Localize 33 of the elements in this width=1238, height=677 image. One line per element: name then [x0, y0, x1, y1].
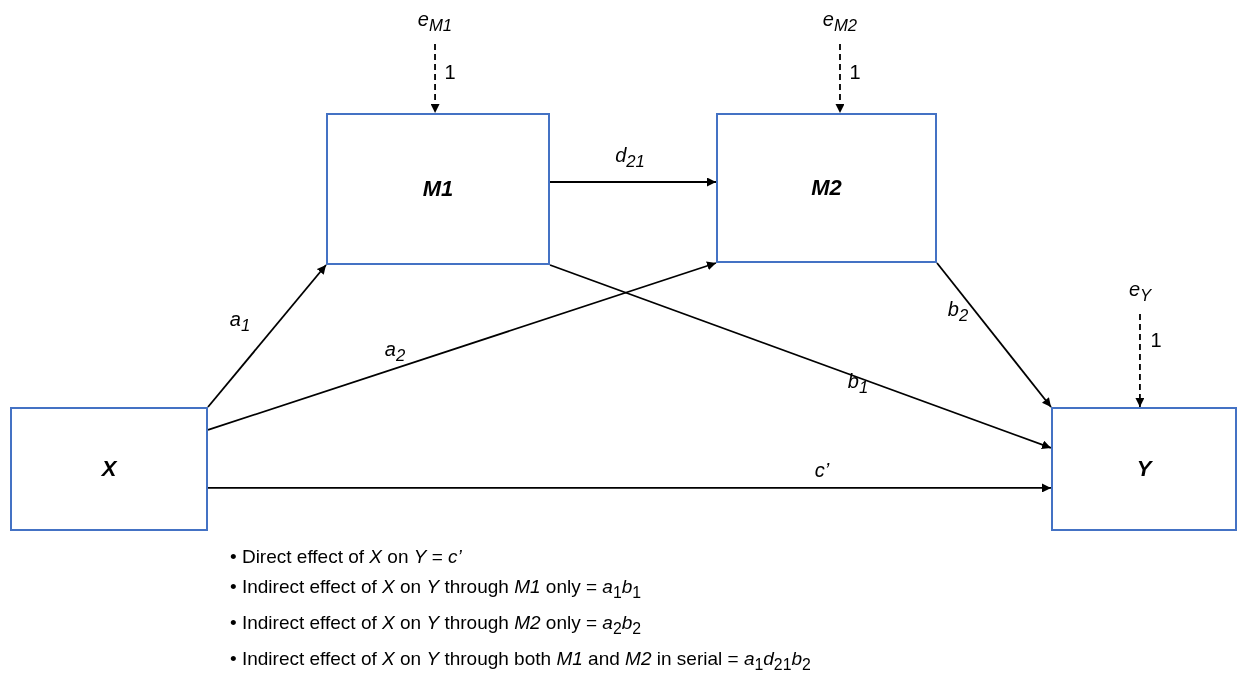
edge-label: d$_{21}$ [615, 145, 645, 171]
arrow [549, 177, 717, 187]
variable-label: Y [1136, 456, 1152, 482]
bullet-text: • Indirect effect of X on Y through both M1 and M2 in serial = a$_{1}$d$_{21}$b$_{2}$ [230, 646, 811, 675]
edge-label: a$_{1}$ [229, 309, 251, 335]
arrow [835, 43, 845, 114]
variable-box [326, 113, 550, 265]
bullet-text: • Indirect effect of X on Y through M2 only = a$_{2}$b$_{2}$ [230, 610, 643, 639]
variable-label: M2 [811, 175, 842, 201]
error-term-label: e$_{Y}$ [1128, 278, 1152, 306]
variable-box [10, 407, 208, 531]
arrow [207, 261, 717, 431]
error-term-label: e$_{M1}$ [417, 8, 453, 36]
variable-label: X [101, 456, 117, 482]
arrow [207, 264, 327, 408]
edge-label: b$_{2}$ [947, 299, 969, 325]
arrow [430, 43, 440, 114]
edge-label: 1 [444, 62, 456, 82]
edge-label: a$_{2}$ [384, 339, 406, 365]
edge-label: 1 [1150, 330, 1162, 350]
variable-box [1051, 407, 1237, 531]
bullet-text: • Direct effect of X on Y = c’ [230, 545, 463, 569]
arrow [936, 262, 1052, 408]
edge-label: c’ [814, 460, 830, 480]
arrow [549, 264, 1052, 450]
error-term-label: e$_{M2}$ [822, 8, 858, 36]
bullet-text: • Indirect effect of X on Y through M1 only = a$_{1}$b$_{1}$ [230, 575, 643, 603]
edge-label: b$_{1}$ [847, 371, 869, 397]
edge-label: 1 [849, 62, 861, 82]
variable-label: M1 [422, 176, 454, 202]
variable-box [716, 113, 937, 263]
arrow [207, 483, 1052, 493]
arrow [1135, 313, 1145, 408]
